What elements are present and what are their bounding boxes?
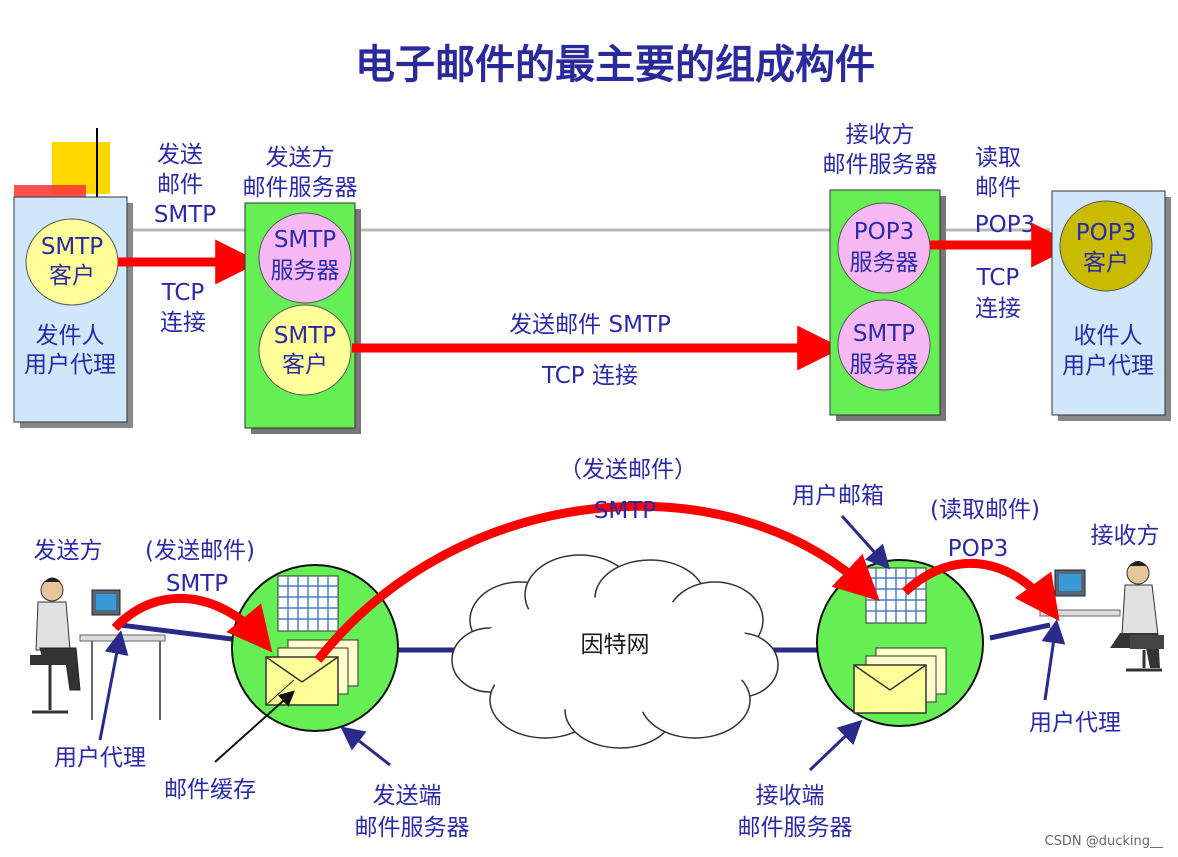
internet-label: 因特网 xyxy=(581,632,650,658)
user-agent-right-label: 用户代理 xyxy=(1029,710,1121,736)
recv-server-label-line2: 邮件服务器 xyxy=(738,815,853,841)
smtp-server-line1: SMTP xyxy=(274,227,336,253)
pointer-mailbox xyxy=(840,514,891,570)
user-agent-left-label: 用户代理 xyxy=(54,745,146,771)
curve-arrow-send-local xyxy=(111,593,273,653)
pop3-server-line1: POP3 xyxy=(854,219,914,245)
sender-label: 发送方 xyxy=(34,538,103,564)
pointer-user-agent-left xyxy=(98,630,129,741)
read-arrow-label-line2: 邮件 xyxy=(975,175,1021,201)
smtp-server2-line2: 服务器 xyxy=(850,352,919,378)
sender-agent-label-line1: 发件人 xyxy=(36,323,105,349)
read-mail-line2: POP3 xyxy=(948,536,1008,562)
arrow2-label-above: 发送邮件 SMTP xyxy=(509,312,671,338)
send-mail-left-line1: (发送邮件) xyxy=(145,538,255,564)
link-server-receiver xyxy=(989,622,1051,641)
sender-user-agent: SMTP 客户 发件人 用户代理 xyxy=(13,196,133,428)
receiver-mail-server: 接收方 邮件服务器 POP3 服务器 SMTP 服务器 xyxy=(823,122,946,421)
smtp-client-circle xyxy=(258,304,352,396)
read-arrow-below-line1: TCP xyxy=(976,265,1020,291)
read-arrow-label-line3: POP3 xyxy=(975,212,1035,238)
receiver-circle-line1: POP3 xyxy=(1076,220,1136,246)
mailbox-label: 用户邮箱 xyxy=(792,483,884,509)
sender-circle-line2: 客户 xyxy=(49,263,95,289)
receiver-agent-label-line2: 用户代理 xyxy=(1062,353,1154,379)
mail-cache-icon xyxy=(853,647,947,714)
receiver-server-label-line2: 邮件服务器 xyxy=(823,152,938,178)
pointer-recv-server xyxy=(808,719,863,772)
read-arrow-below-line2: 连接 xyxy=(975,296,1021,322)
sender-person-icon xyxy=(30,577,166,720)
arrow1-label-line2: 邮件 xyxy=(157,172,203,198)
smtp-server-circle-2 xyxy=(837,299,931,391)
mailbox-grid-icon xyxy=(277,575,339,632)
receiver-server-label-line1: 接收方 xyxy=(846,122,915,148)
receiver-agent-label-line1: 收件人 xyxy=(1074,323,1143,349)
mailbox-grid-icon xyxy=(865,567,927,624)
smtp-client-line2: 客户 xyxy=(282,352,328,378)
read-arrow-label-line1: 读取 xyxy=(975,145,1021,171)
curve-arrow-send-remote xyxy=(314,501,880,663)
arrow1-label-line3: SMTP xyxy=(154,202,216,228)
send-server-label-line1: 发送端 xyxy=(373,783,442,809)
arrow1-label-line1: 发送 xyxy=(157,142,203,168)
sender-server-label-line2: 邮件服务器 xyxy=(243,175,358,201)
pointer-user-agent-right xyxy=(1041,619,1066,701)
receiver-circle-line2: 客户 xyxy=(1083,250,1129,276)
pop3-server-line2: 服务器 xyxy=(850,250,919,276)
arrow2-label-below: TCP 连接 xyxy=(541,363,638,389)
pointer-mail-cache xyxy=(214,690,295,763)
send-mail-left-line2: SMTP xyxy=(166,571,228,597)
send-server-label-line2: 邮件服务器 xyxy=(355,815,470,841)
recv-server-label-line1: 接收端 xyxy=(756,783,825,809)
smtp-server-line2: 服务器 xyxy=(271,258,340,284)
watermark: CSDN @ducking__ xyxy=(1045,834,1164,849)
page-title: 电子邮件的最主要的组成构件 xyxy=(355,42,875,88)
smtp-client-line1: SMTP xyxy=(274,323,336,349)
smtp-server2-line1: SMTP xyxy=(853,321,915,347)
recv-mail-server xyxy=(816,559,984,727)
receiver-person-icon xyxy=(1039,561,1164,672)
send-mail-top-line2: SMTP xyxy=(594,498,656,524)
receiver-label: 接收方 xyxy=(1091,523,1160,549)
arrow1-below-line1: TCP xyxy=(161,280,205,306)
smtp-client-circle xyxy=(25,218,119,306)
arrow1-below-line2: 连接 xyxy=(160,310,206,336)
pop3-server-circle xyxy=(837,202,931,294)
read-mail-line1: (读取邮件) xyxy=(930,497,1040,523)
sender-agent-label-line2: 用户代理 xyxy=(24,352,116,378)
sender-circle-line1: SMTP xyxy=(41,234,103,260)
mail-cache-icon xyxy=(265,639,359,706)
pointer-send-server xyxy=(340,726,391,767)
decor-red-bar xyxy=(14,185,86,197)
internet-cloud: 因特网 xyxy=(451,554,779,749)
send-mail-top-line1: （发送邮件） xyxy=(559,457,697,483)
link-sender-server xyxy=(119,622,241,643)
smtp-server-circle xyxy=(258,212,352,304)
pop3-client-circle xyxy=(1059,200,1153,292)
curve-arrow-read xyxy=(901,558,1060,622)
sender-server-label-line1: 发送方 xyxy=(266,145,335,171)
sender-mail-server: 发送方 邮件服务器 SMTP 服务器 SMTP 客户 xyxy=(243,145,361,434)
send-mail-server xyxy=(231,564,399,732)
receiver-user-agent: POP3 客户 收件人 用户代理 xyxy=(1051,190,1171,421)
mail-cache-label: 邮件缓存 xyxy=(164,777,256,803)
